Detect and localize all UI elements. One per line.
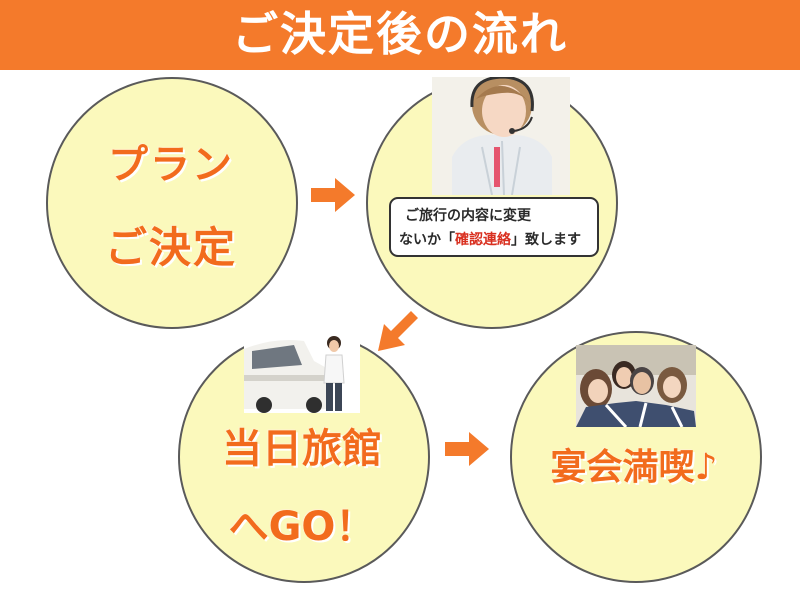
title-banner bbox=[0, 0, 800, 70]
step-4-text: 宴会満喫♪ bbox=[550, 447, 718, 488]
callout-line2: ないか「確認連絡」致します bbox=[399, 229, 581, 249]
step-3-line1: 当日旅館 bbox=[222, 426, 382, 472]
arrow-right-icon-2 bbox=[445, 432, 489, 466]
callout-highlight: 確認連絡 bbox=[455, 232, 511, 248]
confirmation-callout: ご旅行の内容に変更 ないか「確認連絡」致します bbox=[389, 197, 599, 257]
step-3-line2: へGO！ bbox=[228, 504, 376, 550]
callout-suffix: 」致します bbox=[511, 232, 581, 248]
page-title: ご決定後の流れ bbox=[232, 7, 568, 61]
car-man-photo bbox=[244, 331, 360, 413]
arrow-right-icon bbox=[311, 178, 355, 212]
step-1-circle bbox=[46, 77, 298, 329]
operator-photo bbox=[432, 77, 570, 195]
step-1-line1: プラン bbox=[108, 142, 234, 188]
group-party-photo bbox=[576, 345, 696, 427]
callout-line1: ご旅行の内容に変更 bbox=[405, 208, 531, 224]
callout-prefix: ないか「 bbox=[399, 232, 455, 248]
arrow-down-left-icon bbox=[378, 311, 418, 351]
step-1-line2: ご決定 bbox=[104, 223, 237, 272]
